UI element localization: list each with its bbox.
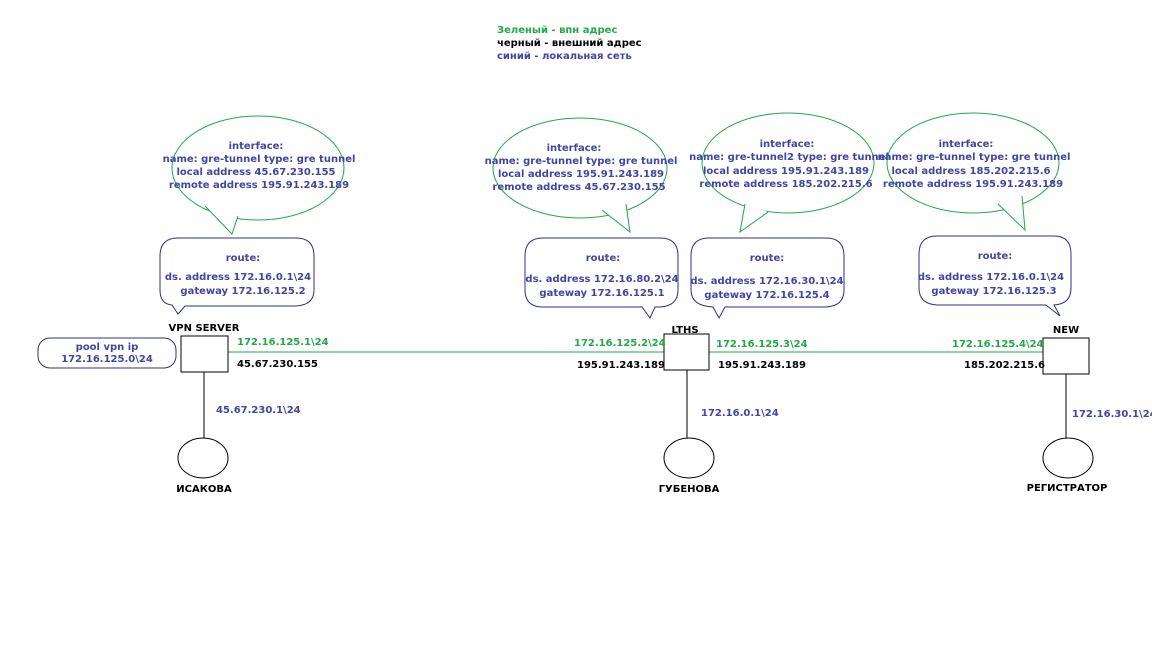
client-gubenova [663, 437, 715, 479]
interface-local-address: local address 195.91.243.189 [498, 169, 664, 180]
route-title: route: [750, 253, 784, 264]
local-net-lths: 172.16.0.1\24 [701, 408, 779, 419]
vpn-ip-vpn-server: 172.16.125.1\24 [237, 337, 329, 348]
interface-bubble-2: interface: name: gre-tunnel type: gre tu… [485, 117, 678, 234]
interface-remote-address: remote address 185.202.215.6 [699, 179, 872, 190]
router-new [1042, 337, 1090, 375]
interface-title: interface: [547, 143, 602, 154]
pool-label: pool vpn ip [76, 342, 139, 353]
route-title: route: [586, 253, 620, 264]
interface-remote-address: remote address 45.67.230.155 [492, 182, 665, 193]
interface-bubble-4: interface: name: gre-tunnel type: gre tu… [878, 112, 1071, 232]
legend-black: черный - внешний адрес [497, 38, 642, 49]
interface-title: interface: [760, 139, 815, 150]
pool-box-outline [37, 337, 177, 369]
route-title: route: [226, 253, 260, 264]
route-gateway: gateway 172.16.125.2 [180, 286, 305, 297]
ext-ip-new: 185.202.215.6 [964, 360, 1045, 371]
route-callout-4: route: ds. address 172.16.0.1\24 gateway… [918, 235, 1072, 317]
route-destination: ds. address 172.16.80.2\24 [525, 274, 678, 285]
bubble-tail [601, 203, 631, 234]
route-callout-1: route: ds. address 172.16.0.1\24 gateway… [159, 237, 315, 315]
route-callout-3: route: ds. address 172.16.30.1\24 gatewa… [690, 237, 845, 320]
pool-range: 172.16.125.0\24 [61, 354, 153, 365]
node-label-vpn-server: VPN SERVER [169, 323, 240, 334]
bubble-tail [739, 203, 769, 234]
pool-box: pool vpn ip 172.16.125.0\24 [37, 337, 177, 369]
legend-green: Зеленый - впн адрес [497, 25, 617, 36]
node-label-new: NEW [1053, 325, 1079, 336]
vpn-ip-lths-left: 172.16.125.2\24 [574, 338, 666, 349]
route-callout-outline [159, 237, 315, 315]
route-destination: ds. address 172.16.30.1\24 [690, 276, 843, 287]
ext-ip-lths-left: 195.91.243.189 [577, 360, 665, 371]
legend-blue: синий - локальная сеть [497, 51, 632, 62]
interface-remote-address: remote address 195.91.243.189 [883, 179, 1063, 190]
client-registrator [1042, 437, 1094, 479]
vpn-ip-lths-right: 172.16.125.3\24 [716, 339, 808, 350]
interface-bubble-3: interface: name: gre-tunnel2 type: gre t… [689, 112, 889, 234]
legend: Зеленый - впн адрес черный - внешний адр… [497, 25, 642, 62]
route-callout-2: route: ds. address 172.16.80.2\24 gatewa… [524, 237, 679, 319]
interface-local-address: local address 45.67.230.155 [176, 167, 335, 178]
client-label-isakova: ИСАКОВА [176, 484, 232, 495]
interface-bubble-1: interface: name: gre-tunnel type: gre tu… [163, 115, 356, 235]
bubble-tail [997, 195, 1026, 232]
interface-bubble-outline [886, 112, 1060, 214]
route-destination: ds. address 172.16.0.1\24 [918, 272, 1064, 283]
interface-name: name: gre-tunnel type: gre tunnel [163, 154, 356, 165]
interface-name: name: gre-tunnel type: gre tunnel [485, 156, 678, 167]
interface-bubble-outline [701, 112, 875, 214]
route-callout-outline [524, 237, 679, 319]
interface-remote-address: remote address 195.91.243.189 [169, 180, 349, 191]
interface-title: interface: [939, 139, 994, 150]
vpn-ip-new: 172.16.125.4\24 [952, 339, 1044, 350]
ext-ip-vpn-server: 45.67.230.155 [237, 359, 318, 370]
client-isakova [177, 437, 229, 479]
local-net-new: 172.16.30.1\24 [1072, 409, 1152, 420]
bubble-tail [204, 205, 239, 235]
interface-name: name: gre-tunnel2 type: gre tunnel [689, 152, 889, 163]
interface-local-address: local address 195.91.243.189 [703, 166, 869, 177]
route-callout-outline [690, 237, 845, 320]
router-vpn-server [180, 335, 229, 373]
route-callout-outline [918, 235, 1072, 317]
client-label-gubenova: ГУБЕНОВА [659, 484, 720, 495]
interface-name: name: gre-tunnel type: gre tunnel [878, 152, 1071, 163]
client-label-registrator: РЕГИСТРАТОР [1027, 483, 1108, 494]
route-gateway: gateway 172.16.125.1 [539, 288, 664, 299]
route-gateway: gateway 172.16.125.4 [704, 290, 829, 301]
interface-bubble-outline [171, 115, 345, 221]
interface-bubble-outline [492, 117, 668, 219]
interface-title: interface: [229, 141, 284, 152]
router-lths [663, 333, 710, 371]
node-label-lths: LTHS [671, 325, 698, 336]
ext-ip-lths-right: 195.91.243.189 [718, 360, 806, 371]
route-destination: ds. address 172.16.0.1\24 [165, 272, 311, 283]
interface-local-address: local address 185.202.215.6 [891, 166, 1050, 177]
route-gateway: gateway 172.16.125.3 [931, 286, 1056, 297]
local-net-vpn-server: 45.67.230.1\24 [216, 405, 301, 416]
route-title: route: [978, 251, 1012, 262]
